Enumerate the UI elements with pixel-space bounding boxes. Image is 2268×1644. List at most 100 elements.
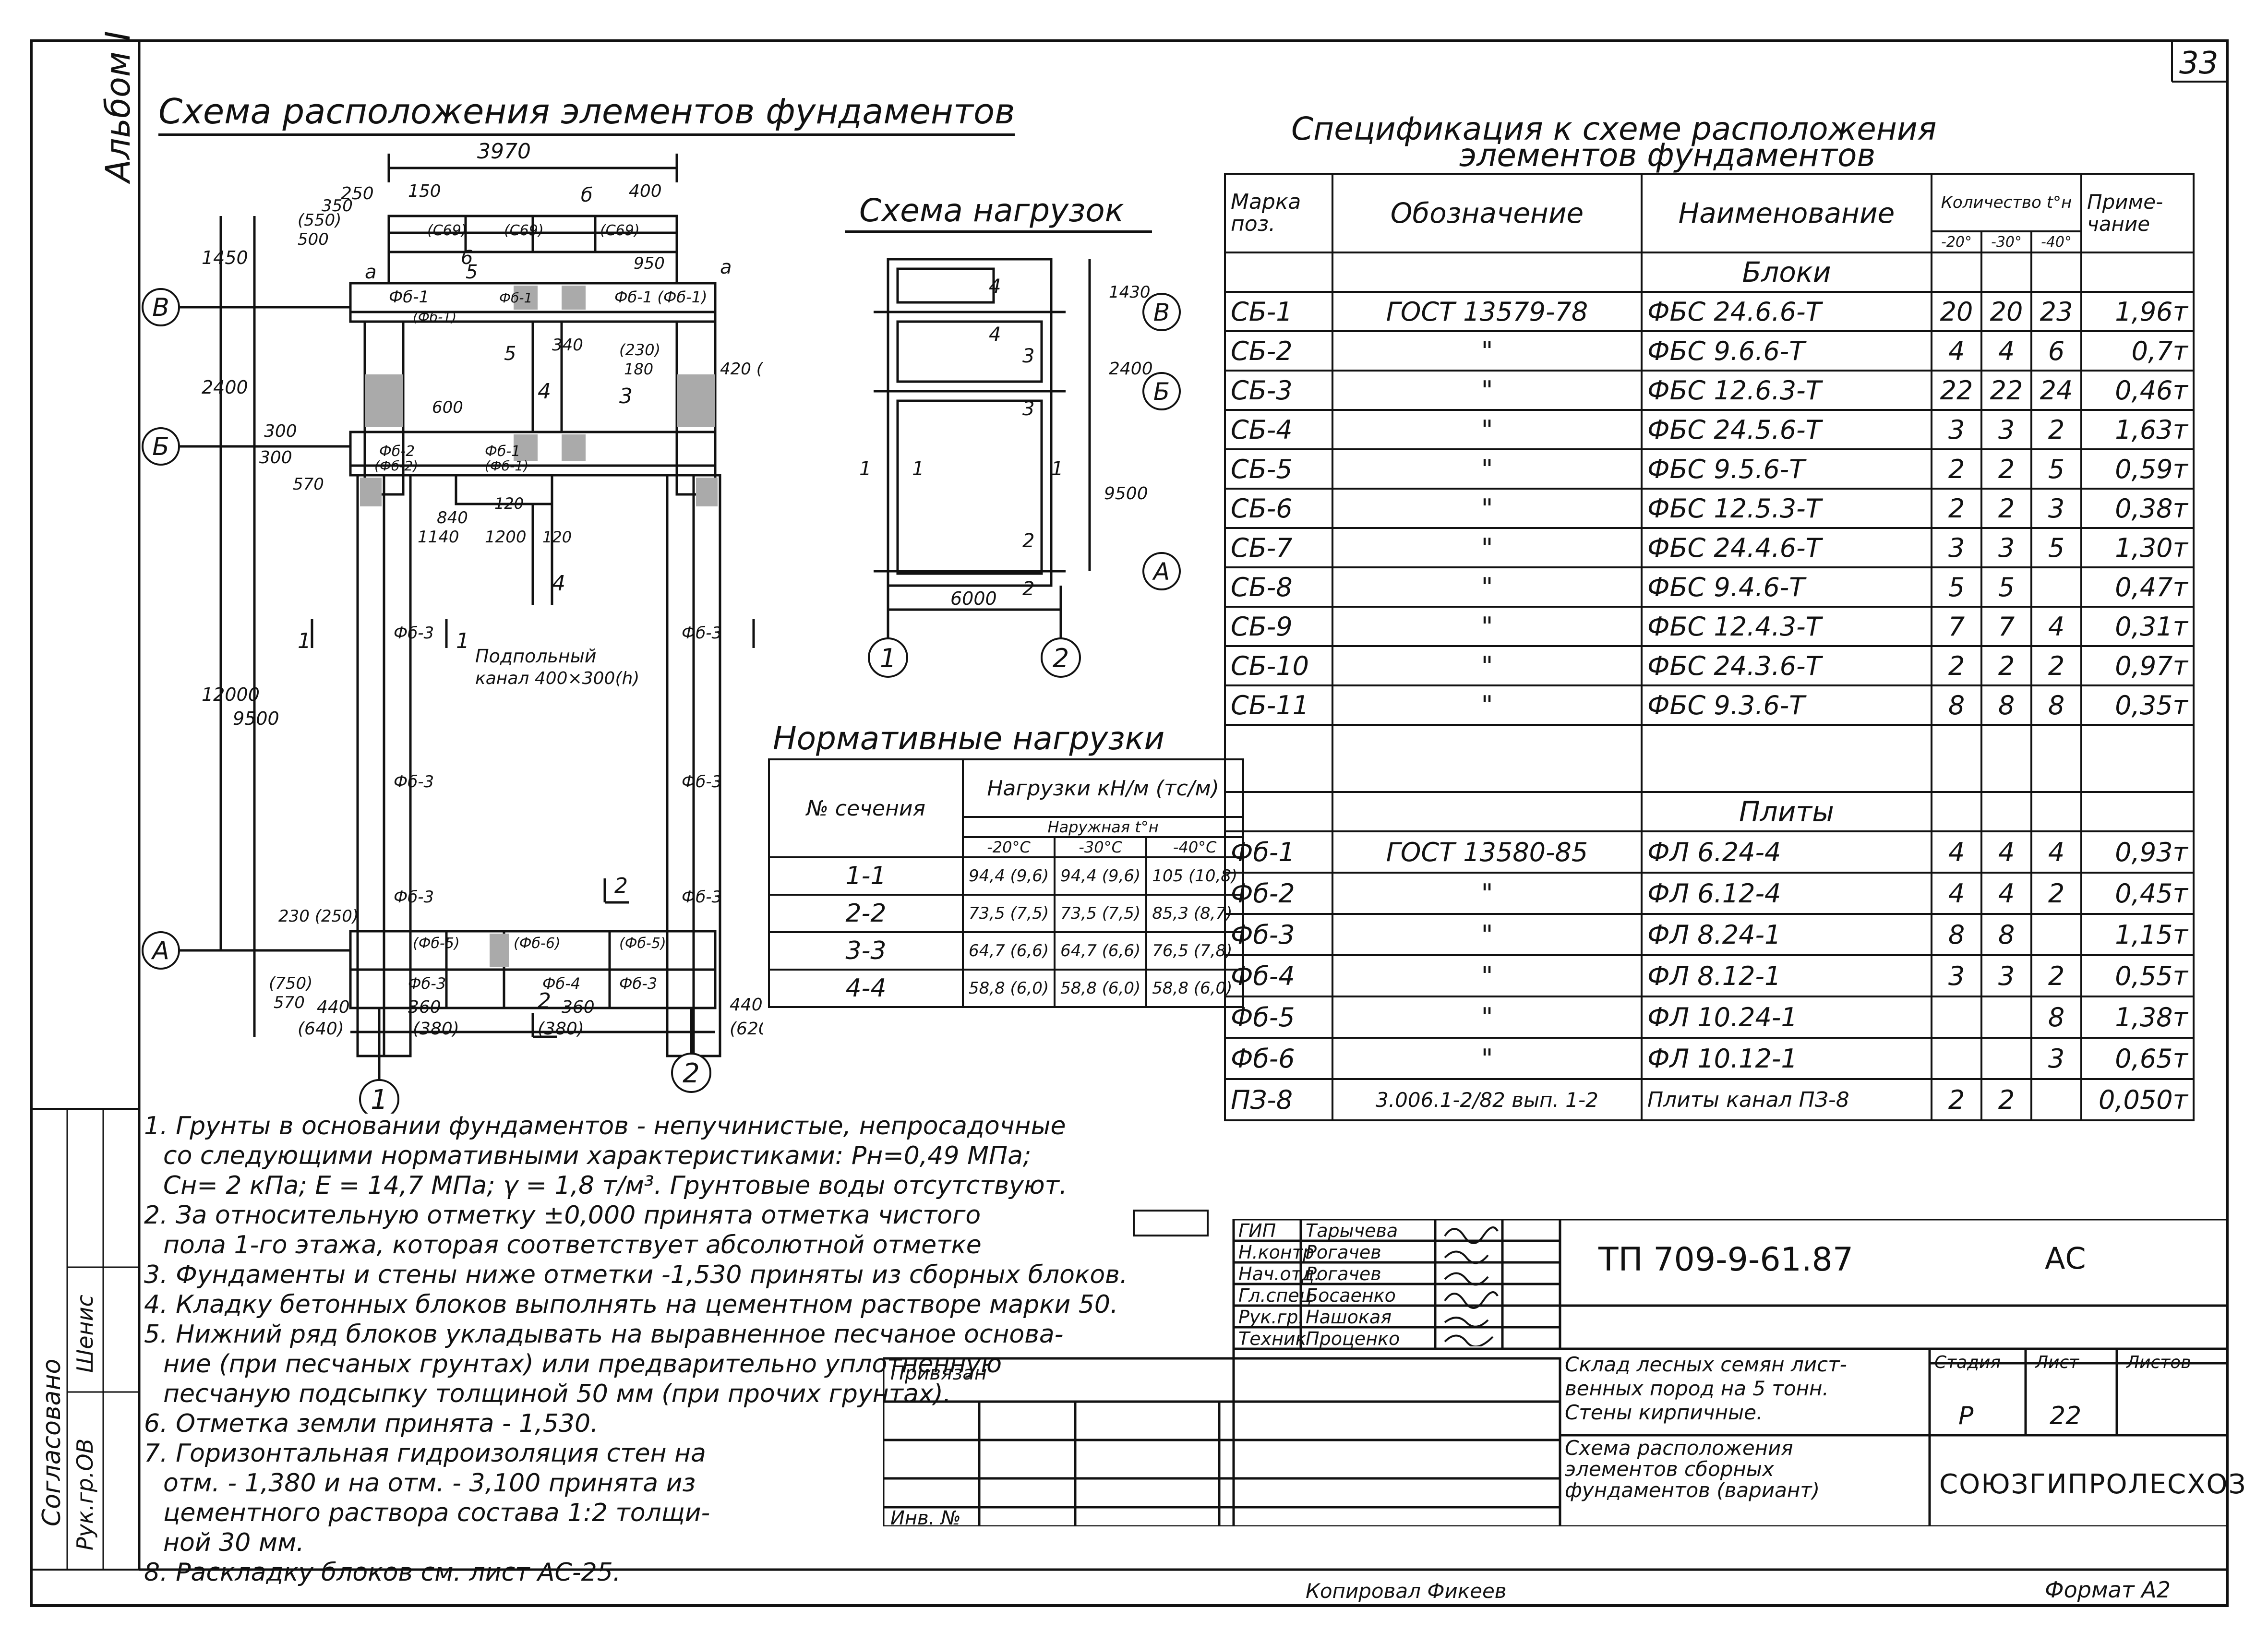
nl-value: 94,4 (9,6) [961, 856, 1056, 896]
block-mark: Фб-3 [682, 888, 722, 907]
spec-cell-qty: 3 [1931, 527, 1982, 568]
cut-label: 1 [456, 629, 469, 653]
spec-cell-qty: 4 [1931, 872, 1982, 915]
block-mark: Фб-1 [485, 443, 520, 460]
stamp-name: Рогачев [1306, 1242, 1381, 1263]
block-mark: (Фб-2) [374, 458, 418, 474]
spec-cell-qty: 23 [2030, 291, 2082, 332]
spec-cell-qty [2030, 566, 2082, 608]
dim-label: 570 [274, 993, 305, 1012]
spec-cell-qty: 24 [2030, 370, 2082, 411]
loads-cut: 2 [1022, 530, 1034, 552]
spec-cell-qty: 2 [1980, 488, 2032, 529]
dim-label: 440 [317, 997, 350, 1017]
dim-label: 250 [341, 184, 374, 204]
spec-cell-qty: 2 [2030, 645, 2082, 686]
spec-cell-mark: СБ-8 [1224, 566, 1333, 608]
spec-cell-name: ФБС 9.4.6-Т [1641, 566, 1932, 608]
dim-label: 1140 [418, 528, 459, 547]
stamp-roles: ГИП Н.контр Нач.отд. Гл.спец Рук.гр. Тех… [1238, 1220, 1320, 1350]
loads-cut: 2 [1022, 578, 1034, 600]
cut-label: 5 [504, 343, 516, 365]
spec-cell-name: ФЛ 8.12-1 [1641, 954, 1932, 997]
nl-value: 73,5 (7,5) [961, 894, 1056, 933]
block-mark: Фб-3 [682, 772, 722, 792]
bound-label: Привязан [890, 1362, 987, 1384]
nl-value: 94,4 (9,6) [1054, 856, 1148, 896]
block-mark: Фб-4 [542, 974, 580, 993]
cut-label: б [581, 184, 593, 206]
loads-dim: 2400 [1109, 359, 1153, 379]
spec-cell-qty: 22 [1980, 370, 2032, 411]
cut-label: 5 [466, 261, 478, 283]
loads-cut: 4 [989, 324, 1001, 346]
spec-cell-name: ФБС 12.5.3-Т [1641, 488, 1932, 529]
dim-label: 440 [730, 995, 763, 1015]
loads-axis-label: 1 [880, 643, 896, 673]
spec-cell-qty: 3 [2030, 1037, 2082, 1080]
spec-cell-qty: 3 [1931, 954, 1982, 997]
block-mark: Фб-1 [389, 288, 429, 307]
spec-header-t: -30° [1980, 230, 2032, 253]
stage-label: Стадия [1934, 1353, 2001, 1372]
spec-cell-designation: " [1332, 606, 1643, 647]
note-line: ние (при песчаных грунтах) или предварит… [163, 1350, 1002, 1379]
spec-cell-note: 0,97т [2080, 645, 2195, 686]
note-line: 6. Отметка земли принята - 1,530. [144, 1409, 599, 1438]
spec-cell-qty: 3 [1931, 409, 1982, 450]
cut-label: а [365, 261, 377, 283]
dim-label: 950 [634, 254, 665, 273]
spec-cell-qty: 3 [1980, 527, 2032, 568]
note-line: цементного раствора состава 1:2 толщи- [163, 1499, 710, 1527]
stage-value: Р [1958, 1402, 1974, 1430]
dim-label: 300 [259, 448, 292, 468]
plan-axis-label: В [152, 293, 169, 322]
spec-cell-mark: СБ-3 [1224, 370, 1333, 411]
table-row: 4-4 58,8 (6,0) 58,8 (6,0) 58,8 (6,0) [768, 969, 1245, 1008]
spec-cell-qty: 4 [1931, 830, 1982, 874]
nl-section: 4-4 [768, 969, 964, 1008]
normative-loads-table: № сечения Нагрузки кН/м (тс/м) Наружная … [768, 758, 1245, 1008]
nl-section: 1-1 [768, 856, 964, 896]
cut-label: 2 [614, 874, 628, 898]
nl-temp: -30°С [1054, 836, 1148, 858]
object-line: венных пород на 5 тонн. [1565, 1377, 1829, 1400]
dim-label: (640) [298, 1019, 344, 1039]
spec-header-qty: Количество t°н [1931, 173, 2082, 232]
note-line: 7. Горизонтальная гидроизоляция стен на [144, 1439, 706, 1468]
spec-cell-qty: 8 [1980, 684, 2032, 726]
nl-value: 64,7 (6,6) [961, 931, 1056, 971]
dim-label: (380) [413, 1019, 459, 1039]
loads-axis-label: А [1152, 558, 1170, 586]
spec-section-plates: Плиты [1641, 791, 1932, 832]
loads-cut: 1 [912, 458, 924, 480]
dim-label: (С69) [427, 222, 467, 239]
dim-label: 230 (250) [278, 907, 359, 926]
stamp-name: Проценко [1306, 1328, 1400, 1349]
spec-cell-note: 0,93т [2080, 830, 2195, 874]
spec-cell-mark: Фб-1 [1224, 830, 1333, 874]
sheet-title-line: Схема расположения [1565, 1436, 1793, 1460]
spec-cell-mark: СБ-10 [1224, 645, 1333, 686]
dim-label: 420 (570) [720, 360, 763, 379]
spec-cell-qty: 4 [2030, 606, 2082, 647]
block-mark: Фб-3 [408, 974, 446, 993]
cut-label: а [720, 256, 732, 278]
table-row: 1-1 94,4 (9,6) 94,4 (9,6) 105 (10,8) [768, 856, 1245, 896]
block-mark: (Фб-1) [413, 309, 456, 325]
spec-cell-qty: 8 [1931, 913, 1982, 956]
spec-cell-mark: СБ-11 [1224, 684, 1333, 726]
dim-label: (230) [619, 341, 660, 359]
dim-label: 1200 [485, 528, 527, 547]
block-mark: (Фб-5) [413, 935, 460, 952]
sheet-value: 22 [2050, 1402, 2082, 1430]
dim-label: 12000 [202, 684, 260, 705]
block-mark: Фб-3 [394, 624, 434, 643]
spec-cell-designation: " [1332, 566, 1643, 608]
dim-label: 1450 [202, 247, 248, 268]
object-line: Стены кирпичные. [1565, 1401, 1763, 1424]
dim-label: 360 [408, 997, 441, 1017]
